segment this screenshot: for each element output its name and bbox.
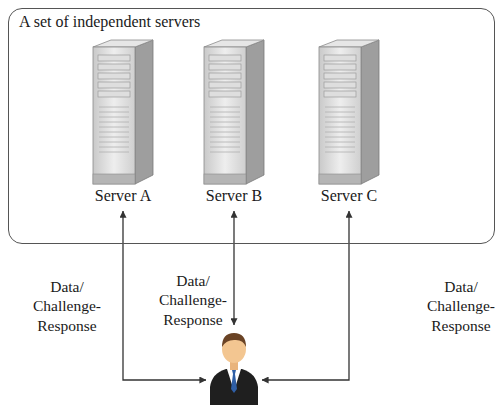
server-illustration [299, 37, 399, 187]
edge-label: Data/ Challenge- Response [157, 270, 229, 330]
server-illustration [184, 37, 284, 187]
group-title: A set of independent servers [9, 9, 494, 35]
server-box: Server B [184, 37, 284, 209]
server-box: Server C [299, 37, 399, 209]
server-box: Server A [73, 37, 173, 209]
server-illustration [73, 37, 173, 187]
edge-label: Data/ Challenge- Response [31, 276, 103, 336]
server-label: Server A [93, 187, 153, 209]
server-label: Server B [204, 187, 264, 209]
connector-arrow [262, 211, 349, 380]
user-illustration [206, 325, 262, 405]
server-label: Server C [319, 187, 379, 209]
edge-label: Data/ Challenge- Response [425, 276, 497, 336]
server-group: Server A Server B Server C A set of indepen… [8, 8, 495, 244]
user-icon [206, 325, 262, 405]
connector-arrow [233, 211, 234, 325]
